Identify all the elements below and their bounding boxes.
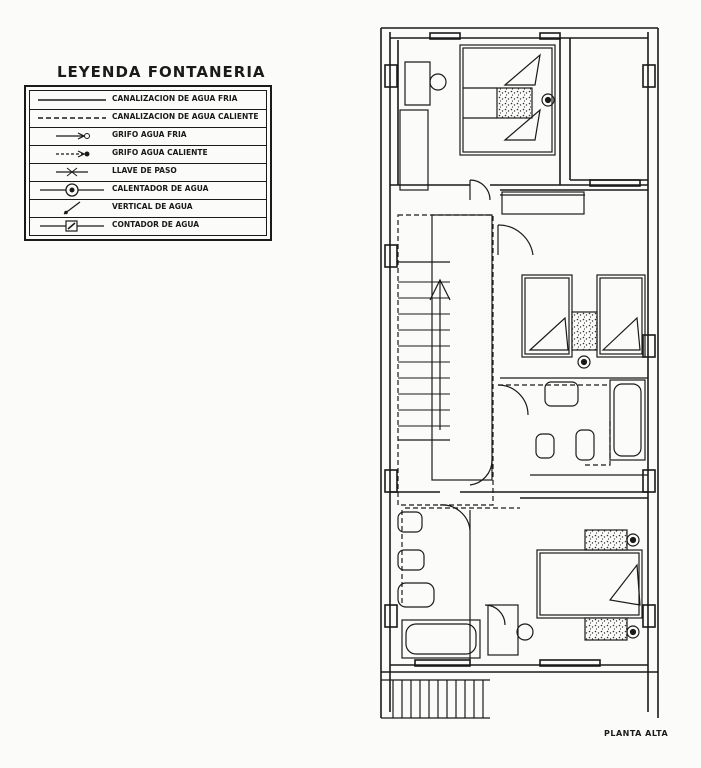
legend-label: VERTICAL DE AGUA <box>112 202 193 211</box>
legend-row-valve: LLAVE DE PASO <box>30 163 266 182</box>
valve-icon <box>56 167 88 177</box>
legend-label: GRIFO AGUA CALIENTE <box>112 148 208 157</box>
dashed-line-icon <box>38 117 106 119</box>
legend-label: GRIFO AGUA FRIA <box>112 130 187 139</box>
legend-label: CANALIZACION DE AGUA FRIA <box>112 94 238 103</box>
cold-tap-icon <box>56 132 90 140</box>
legend-inner-frame: CANALIZACION DE AGUA FRIA CANALIZACION D… <box>29 90 267 236</box>
legend-row-meter: CONTADOR DE AGUA <box>30 217 266 235</box>
legend-label: LLAVE DE PASO <box>112 166 177 175</box>
legend-row-hot-pipe: CANALIZACION DE AGUA CALIENTE <box>30 109 266 128</box>
plan-label: PLANTA ALTA <box>604 729 669 738</box>
bed-bottom <box>484 529 643 656</box>
legend-row-cold-pipe: CANALIZACION DE AGUA FRIA <box>30 91 266 110</box>
legend-label: CANALIZACION DE AGUA CALIENTE <box>112 112 259 121</box>
floor-plan <box>380 27 659 719</box>
bed-middle <box>521 274 646 369</box>
legend-label: CALENTADOR DE AGUA <box>112 184 209 193</box>
solid-line-icon <box>38 99 106 101</box>
legend-row-riser: VERTICAL DE AGUA <box>30 199 266 218</box>
hot-tap-icon <box>56 150 90 158</box>
water-heater-icon <box>40 183 104 197</box>
legend-label: CONTADOR DE AGUA <box>112 220 200 229</box>
water-meter-icon <box>40 220 104 232</box>
bed-top <box>459 44 556 156</box>
legend-row-hot-tap: GRIFO AGUA CALIENTE <box>30 145 266 164</box>
legend-row-cold-tap: GRIFO AGUA FRIA <box>30 127 266 146</box>
legend-row-heater: CALENTADOR DE AGUA <box>30 181 266 200</box>
legend-table: CANALIZACION DE AGUA FRIA CANALIZACION D… <box>24 85 272 241</box>
riser-icon <box>63 201 81 215</box>
legend-title: LEYENDA FONTANERIA <box>57 63 266 81</box>
